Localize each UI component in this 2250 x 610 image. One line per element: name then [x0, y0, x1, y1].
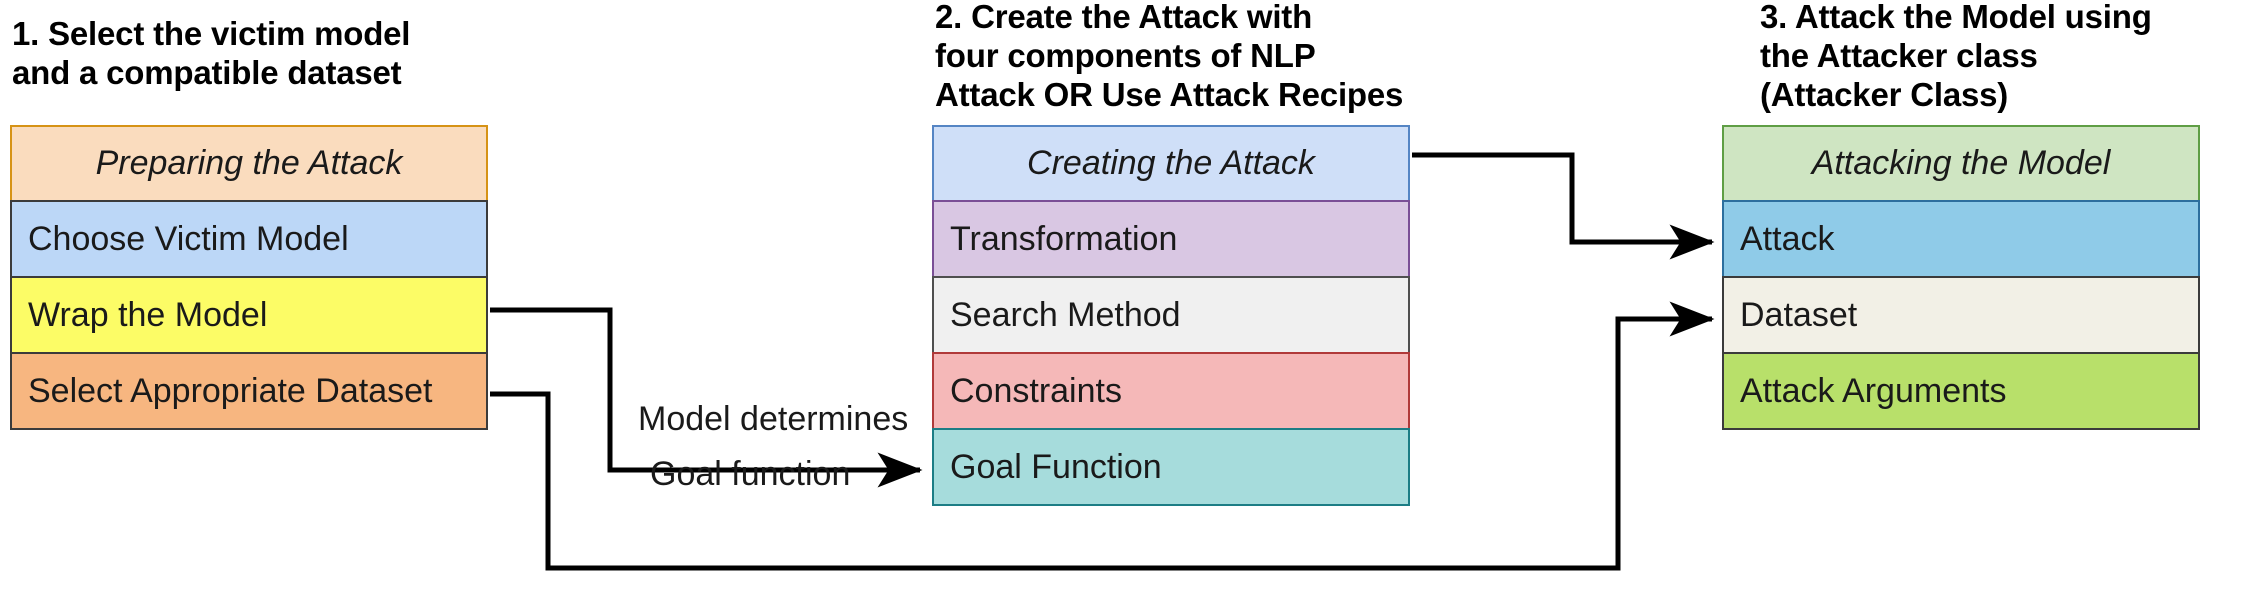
group-title-attacking-the-model: Attacking the Model [1722, 125, 2200, 202]
wire-creating-attack-to-attack [1412, 152, 1715, 260]
column-heading-3: 3. Attack the Model using the Attacker c… [1760, 0, 2152, 113]
group-title-preparing-the-attack: Preparing the Attack [10, 125, 488, 202]
box-goal-function[interactable]: Goal Function [932, 428, 1410, 506]
wire-wrap-model-to-goal-function [490, 307, 923, 488]
box-search-method[interactable]: Search Method [932, 276, 1410, 354]
group-title-creating-the-attack: Creating the Attack [932, 125, 1410, 202]
column-stack-3: Attacking the Model Attack Dataset Attac… [1722, 125, 2200, 430]
box-wrap-the-model[interactable]: Wrap the Model [10, 276, 488, 354]
column-stack-2: Creating the Attack Transformation Searc… [932, 125, 1410, 506]
column-stack-1: Preparing the Attack Choose Victim Model… [10, 125, 488, 430]
column-heading-2: 2. Create the Attack with four component… [935, 0, 1404, 113]
box-dataset[interactable]: Dataset [1722, 276, 2200, 354]
box-attack[interactable]: Attack [1722, 200, 2200, 278]
box-transformation[interactable]: Transformation [932, 200, 1410, 278]
box-choose-victim-model[interactable]: Choose Victim Model [10, 200, 488, 278]
edge-label-goal-function: Goal function [650, 455, 851, 493]
box-select-appropriate-dataset[interactable]: Select Appropriate Dataset [10, 352, 488, 430]
box-constraints[interactable]: Constraints [932, 352, 1410, 430]
box-attack-arguments[interactable]: Attack Arguments [1722, 352, 2200, 430]
column-heading-1: 1. Select the victim model and a compati… [12, 15, 411, 91]
edge-label-model-determines: Model determines [638, 400, 909, 438]
